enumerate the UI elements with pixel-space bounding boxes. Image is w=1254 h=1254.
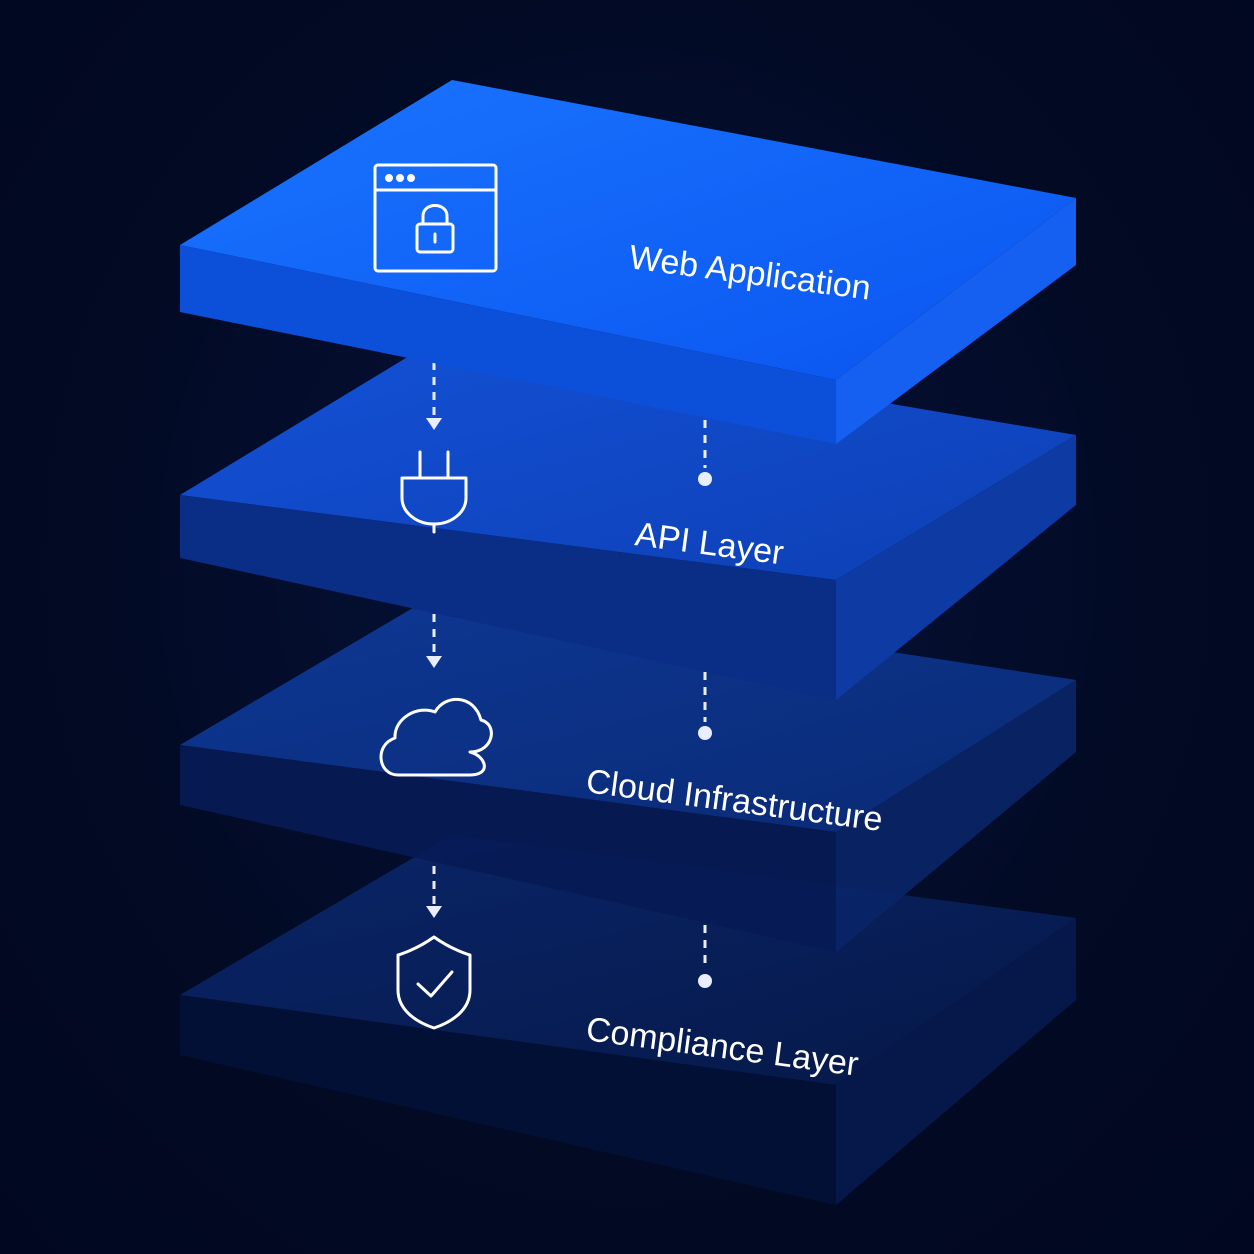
arrow-down-icon	[426, 656, 442, 668]
layer-compliance-front	[180, 995, 836, 1205]
connector-dot	[698, 726, 712, 740]
shield-check-icon	[396, 935, 472, 1030]
layer-api: API Layer	[180, 330, 1076, 700]
layer-api-front	[180, 495, 836, 700]
layer-web-application-front	[180, 245, 836, 444]
connector-cloud-to-compliance	[426, 866, 712, 988]
cloud-icon	[379, 697, 493, 777]
connector-web-to-api	[426, 362, 712, 486]
arrow-down-icon	[426, 418, 442, 430]
layer-cloud-side	[836, 680, 1076, 952]
browser-lock-icon	[373, 163, 498, 273]
layer-cloud-front	[180, 745, 836, 952]
layer-compliance-side	[836, 918, 1076, 1205]
layer-api-top	[180, 330, 1076, 580]
connector-dot	[698, 472, 712, 486]
layer-web-application-top	[180, 80, 1076, 380]
connector-dot	[698, 974, 712, 988]
connector-api-to-cloud	[426, 614, 712, 740]
plug-icon	[400, 450, 468, 534]
layer-web-application: Web Application	[180, 80, 1076, 444]
layer-api-side	[836, 435, 1076, 700]
layer-web-application-side	[836, 198, 1076, 444]
arrow-down-icon	[426, 906, 442, 918]
